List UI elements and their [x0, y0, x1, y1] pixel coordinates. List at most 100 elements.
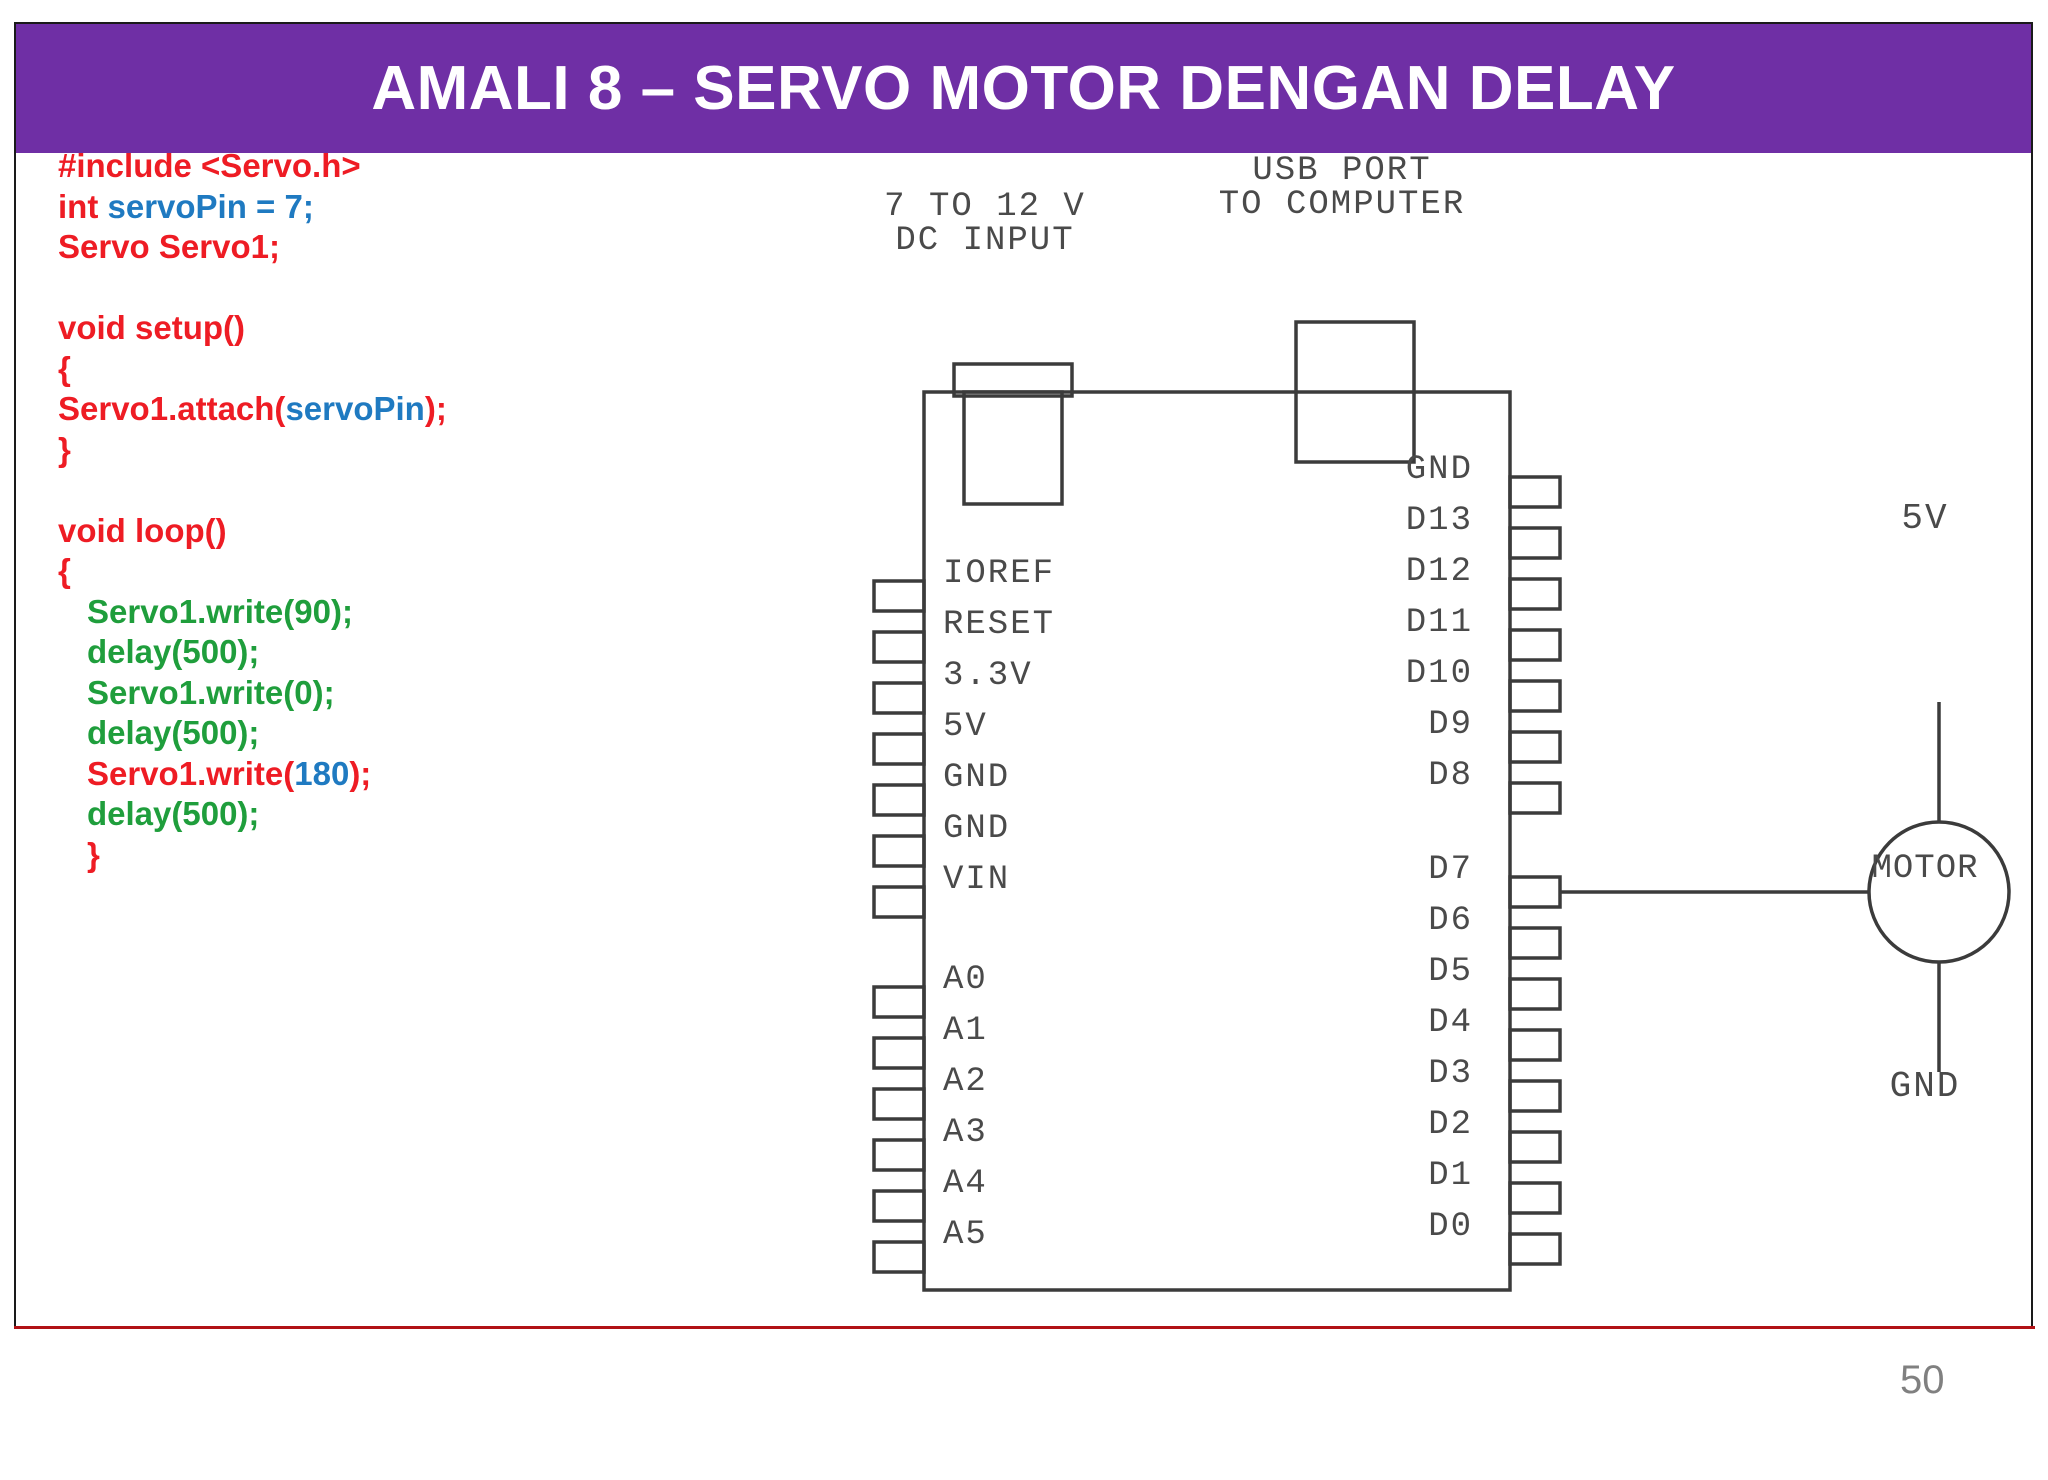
slide-title-bar: AMALI 8 – SERVO MOTOR DENGAN DELAY [16, 24, 2031, 153]
pin-label-a4: A4 [943, 1165, 988, 1203]
pin-tab-d12 [1508, 577, 1562, 611]
code-token: #include <Servo.h> [58, 147, 361, 184]
pin-label-a0: A0 [943, 961, 988, 999]
pin-label-d6: D6 [1428, 902, 1473, 940]
arduino-code-listing: #include <Servo.h>int servoPin = 7;Servo… [58, 146, 678, 875]
motor-ground-label: GND [1889, 1066, 1961, 1107]
pin-label-left-gnd-5: GND [943, 810, 1011, 848]
usb-port-label-line2: TO COMPUTER [1218, 186, 1466, 224]
slide-bottom-rule [14, 1326, 2035, 1329]
code-line [58, 268, 678, 309]
code-line: Servo1.write(90); [58, 592, 678, 633]
page-title: AMALI 8 – SERVO MOTOR DENGAN DELAY [371, 54, 1676, 123]
code-line: #include <Servo.h> [58, 146, 678, 187]
code-token: int [58, 187, 108, 225]
pin-tab-3v3 [872, 681, 926, 715]
code-token: Servo1.write(90); [87, 592, 353, 630]
code-line: Servo1.attach(servoPin); [58, 389, 678, 430]
motor-label: MOTOR [1871, 850, 1979, 888]
pin-label-right-d10-4: D10 [1405, 655, 1473, 693]
code-line: void loop() [58, 511, 678, 552]
pin-tab-d1 [1508, 1181, 1562, 1215]
code-token: ); [424, 390, 447, 427]
code-token: } [58, 430, 71, 468]
pin-tab-d0 [1508, 1232, 1562, 1266]
code-line: Servo1.write(0); [58, 673, 678, 714]
pin-tab-d11 [1508, 628, 1562, 662]
code-token: void loop() [58, 511, 227, 549]
pin-tab-d9 [1508, 730, 1562, 764]
pin-tab-d5 [1508, 977, 1562, 1011]
dc-input-label-line1: 7 TO 12 V [884, 188, 1086, 226]
pin-tab-gnd-2 [872, 834, 926, 868]
pin-tab-gnd-right [1508, 475, 1562, 509]
page-number: 50 [1900, 1358, 1945, 1402]
pin-label-right-d13-1: D13 [1405, 502, 1473, 540]
slide-frame: AMALI 8 – SERVO MOTOR DENGAN DELAY #incl… [14, 22, 2033, 1328]
pin-label-d7: D7 [1428, 851, 1473, 889]
pin-tab-d2 [1508, 1130, 1562, 1164]
dc-jack-body [962, 390, 1064, 506]
code-line: Servo Servo1; [58, 227, 678, 268]
code-line: delay(500); [58, 713, 678, 754]
code-line: } [58, 430, 678, 471]
motor-supply-label: 5V [1901, 498, 1949, 539]
usb-port-body [1294, 320, 1416, 464]
pin-label-right-d8-6: D8 [1428, 757, 1473, 795]
pin-label-left-33v-2: 3.3V [943, 657, 1033, 695]
code-line: { [58, 551, 678, 592]
pin-label-a1: A1 [943, 1012, 988, 1050]
code-token: Servo1.write(0); [87, 673, 335, 711]
pin-tab-d3 [1508, 1079, 1562, 1113]
pin-label-d0: D0 [1428, 1208, 1473, 1246]
code-token: servoPin = 7; [107, 187, 314, 225]
pin-tab-d10 [1508, 679, 1562, 713]
dc-jack-top [952, 362, 1074, 398]
pin-label-left-reset-1: RESET [943, 606, 1056, 644]
pin-tab-5v [872, 732, 926, 766]
code-token: void setup() [58, 309, 245, 346]
code-token: Servo1.attach( [58, 390, 286, 427]
pin-label-left-gnd-4: GND [943, 759, 1011, 797]
pin-tab-a1 [872, 1036, 926, 1070]
motor-symbol-circle [1867, 820, 2011, 964]
pin-label-left-vin-6: VIN [943, 861, 1011, 899]
pin-tab-a4 [872, 1189, 926, 1223]
pin-tab-vin [872, 885, 926, 919]
pin-label-right-gnd-0: GND [1405, 451, 1473, 489]
pin-tab-a5 [872, 1240, 926, 1274]
pin-tab-d6 [1508, 926, 1562, 960]
code-token: delay(500); [87, 714, 260, 751]
code-line: delay(500); [58, 632, 678, 673]
code-line: delay(500); [58, 794, 678, 835]
pin-label-right-d11-3: D11 [1405, 604, 1473, 642]
code-token: 180 [294, 754, 350, 792]
pin-tab-d7 [1508, 875, 1562, 909]
code-token: } [87, 835, 100, 873]
code-line: void setup() [58, 308, 678, 349]
code-token: ); [349, 754, 372, 792]
usb-port-label-line1: USB PORT [1252, 152, 1432, 190]
code-line: Servo1.write(180); [58, 754, 678, 795]
code-line: { [58, 349, 678, 390]
code-line: } [58, 835, 678, 876]
pin-tab-d13 [1508, 526, 1562, 560]
dc-input-label-line2: DC INPUT [895, 222, 1075, 260]
code-token: Servo Servo1; [58, 228, 280, 265]
pin-label-a3: A3 [943, 1114, 988, 1152]
pin-tab-gnd-1 [872, 783, 926, 817]
pin-label-d1: D1 [1428, 1157, 1473, 1195]
pin-label-d3: D3 [1428, 1055, 1473, 1093]
pin-tab-ioref [872, 579, 926, 613]
pin-tab-reset [872, 630, 926, 664]
code-token: { [58, 349, 71, 387]
pin-tab-d4 [1508, 1028, 1562, 1062]
code-token: servoPin [285, 390, 425, 427]
code-line [58, 470, 678, 511]
pin-tab-a3 [872, 1138, 926, 1172]
pin-label-d5: D5 [1428, 953, 1473, 991]
code-token: Servo1.write( [87, 754, 295, 792]
pin-tab-d8 [1508, 781, 1562, 815]
pin-label-left-ioref-0: IOREF [943, 555, 1056, 593]
pin-label-left-5v-3: 5V [943, 708, 988, 746]
